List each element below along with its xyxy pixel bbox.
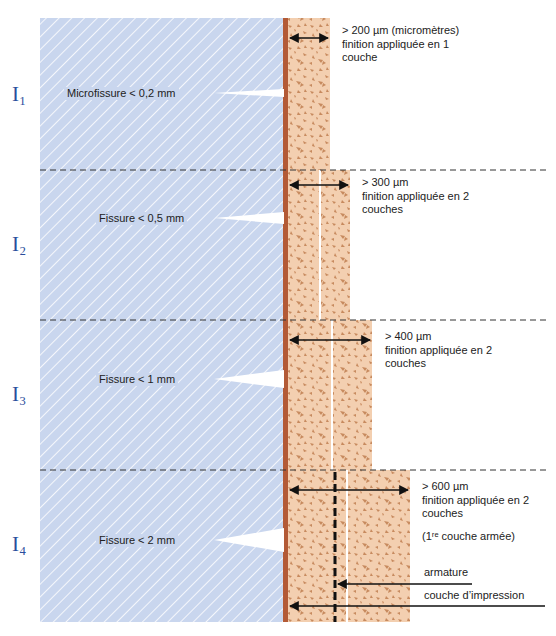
crack: [214, 89, 284, 97]
finish-note: finition appliquée en 2 couches: [420, 494, 536, 520]
band-separator: [40, 170, 546, 470]
reinforcement-mesh: [334, 472, 337, 622]
crack: [214, 528, 284, 552]
thickness-label: > 600 µm: [420, 480, 470, 493]
finish-note: (1ʳᵉ couche armée): [420, 530, 517, 543]
band-label: I₃: [12, 382, 26, 406]
coating-i2: [288, 170, 350, 320]
thickness-label: > 300 µm: [360, 176, 410, 189]
leader-line: [290, 605, 545, 606]
crack: [214, 370, 284, 388]
band-label: I₁: [12, 82, 26, 106]
crack-label: Fissure < 2 mm: [96, 534, 178, 547]
finish-note: finition appliquée en 1 couche: [340, 38, 456, 64]
thickness-label: > 200 µm (micromètres): [340, 24, 461, 37]
band-label: I₂: [12, 232, 26, 256]
crack-label: Fissure < 1 mm: [96, 373, 178, 386]
layer-boundary: [319, 170, 321, 320]
thickness-dimension: [290, 38, 408, 490]
thickness-label: > 400 µm: [383, 330, 433, 343]
part-label: couche d’impression: [424, 589, 524, 602]
crack-label: Fissure < 0,5 mm: [96, 212, 187, 225]
coating-i4: [288, 470, 410, 622]
coating-i1: [288, 18, 330, 170]
coating-i3: [288, 320, 372, 470]
finish-note: finition appliquée en 2 couches: [360, 190, 476, 216]
finish-note: finition appliquée en 2 couches: [383, 344, 499, 370]
crack: [214, 212, 284, 224]
band-label: I₄: [12, 532, 26, 556]
layer-boundary: [346, 470, 348, 622]
part-label: armature: [424, 566, 468, 579]
crack-label: Microfissure < 0,2 mm: [64, 87, 179, 100]
leader-line: [338, 583, 472, 584]
layer-boundary: [331, 320, 333, 470]
